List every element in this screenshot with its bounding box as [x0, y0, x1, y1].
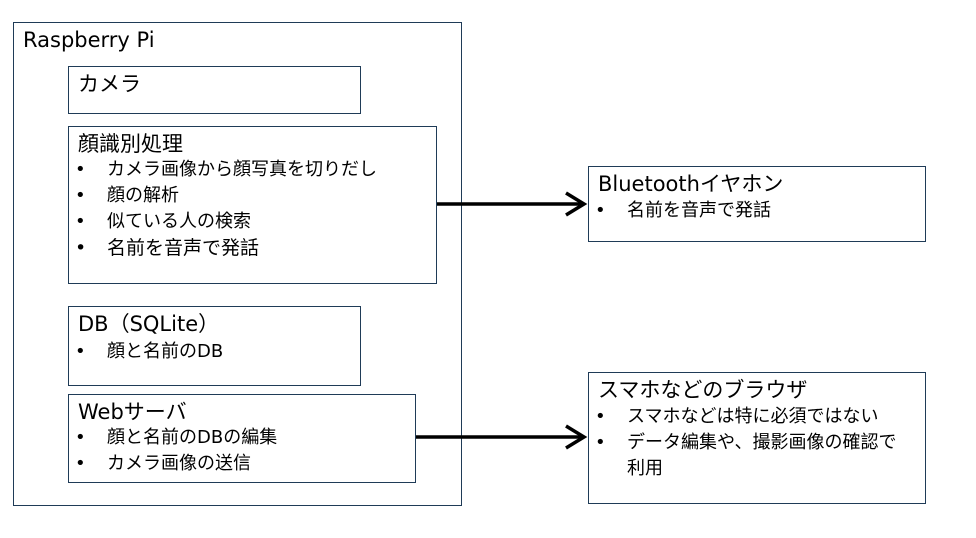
list-item: • 名前を音声で発話 — [75, 235, 377, 261]
list-item-text: カメラ画像の送信 — [107, 453, 251, 474]
list-item-text: 顔と名前のDBの編集 — [107, 427, 278, 448]
list-item: • 顔と名前のDBの編集 — [75, 425, 277, 451]
bullet: • — [595, 432, 606, 453]
bullet: • — [75, 211, 86, 232]
database-title: DB（SQLite） — [78, 312, 220, 336]
bluetooth-title: Bluetoothイヤホン — [598, 172, 784, 196]
list-item: • カメラ画像の送信 — [75, 451, 277, 477]
bullet: • — [75, 453, 86, 474]
bluetooth-box: Bluetoothイヤホン • 名前を音声で発話 — [588, 166, 926, 242]
bullet: • — [595, 406, 606, 427]
face-recognition-box: 顔識別処理 • カメラ画像から顔写真を切りだし • 顔の解析 • 似ている人の検索 •… — [68, 126, 437, 284]
camera-title: カメラ — [78, 72, 141, 96]
database-box: DB（SQLite） • 顔と名前のDB — [68, 306, 361, 386]
list-item: • 名前を音声で発話 — [595, 198, 771, 224]
bullet: • — [75, 341, 86, 362]
web-server-list: • 顔と名前のDBの編集 • カメラ画像の送信 — [75, 425, 277, 477]
face-recognition-title: 顔識別処理 — [78, 132, 183, 156]
bullet: • — [75, 237, 87, 259]
database-list: • 顔と名前のDB — [75, 339, 223, 365]
web-server-box: Webサーバ • 顔と名前のDBの編集 • カメラ画像の送信 — [68, 394, 416, 483]
list-item: • カメラ画像から顔写真を切りだし — [75, 157, 377, 183]
list-item: • データ編集や、撮影画像の確認で利用 — [595, 430, 913, 482]
list-item-text: 似ている人の検索 — [107, 211, 251, 232]
list-item-text: 名前を音声で発話 — [627, 200, 771, 221]
list-item: • 顔と名前のDB — [75, 339, 223, 365]
browser-title: スマホなどのブラウザ — [598, 378, 808, 402]
list-item: • 顔の解析 — [75, 183, 377, 209]
browser-box: スマホなどのブラウザ • スマホなどは特に必須ではない • データ編集や、撮影画像の… — [588, 372, 926, 504]
list-item-text: データ編集や、撮影画像の確認で利用 — [627, 432, 897, 479]
face-recognition-list: • カメラ画像から顔写真を切りだし • 顔の解析 • 似ている人の検索 • 名前を音声で… — [75, 157, 377, 261]
list-item: • 似ている人の検索 — [75, 209, 377, 235]
list-item-text: 名前を音声で発話 — [107, 237, 260, 259]
camera-box: カメラ — [68, 66, 361, 114]
list-item: • スマホなどは特に必須ではない — [595, 404, 913, 430]
list-item-text: 顔の解析 — [107, 185, 179, 206]
bullet: • — [75, 185, 86, 206]
raspberry-pi-title: Raspberry Pi — [23, 28, 155, 52]
bullet: • — [75, 427, 86, 448]
list-item-text: カメラ画像から顔写真を切りだし — [107, 159, 377, 180]
web-server-title: Webサーバ — [78, 400, 187, 424]
list-item-text: 顔と名前のDB — [107, 341, 224, 362]
bluetooth-list: • 名前を音声で発話 — [595, 198, 771, 224]
bullet: • — [75, 159, 86, 180]
browser-list: • スマホなどは特に必須ではない • データ編集や、撮影画像の確認で利用 — [595, 404, 913, 482]
list-item-text: スマホなどは特に必須ではない — [627, 406, 879, 427]
bullet: • — [595, 200, 606, 221]
